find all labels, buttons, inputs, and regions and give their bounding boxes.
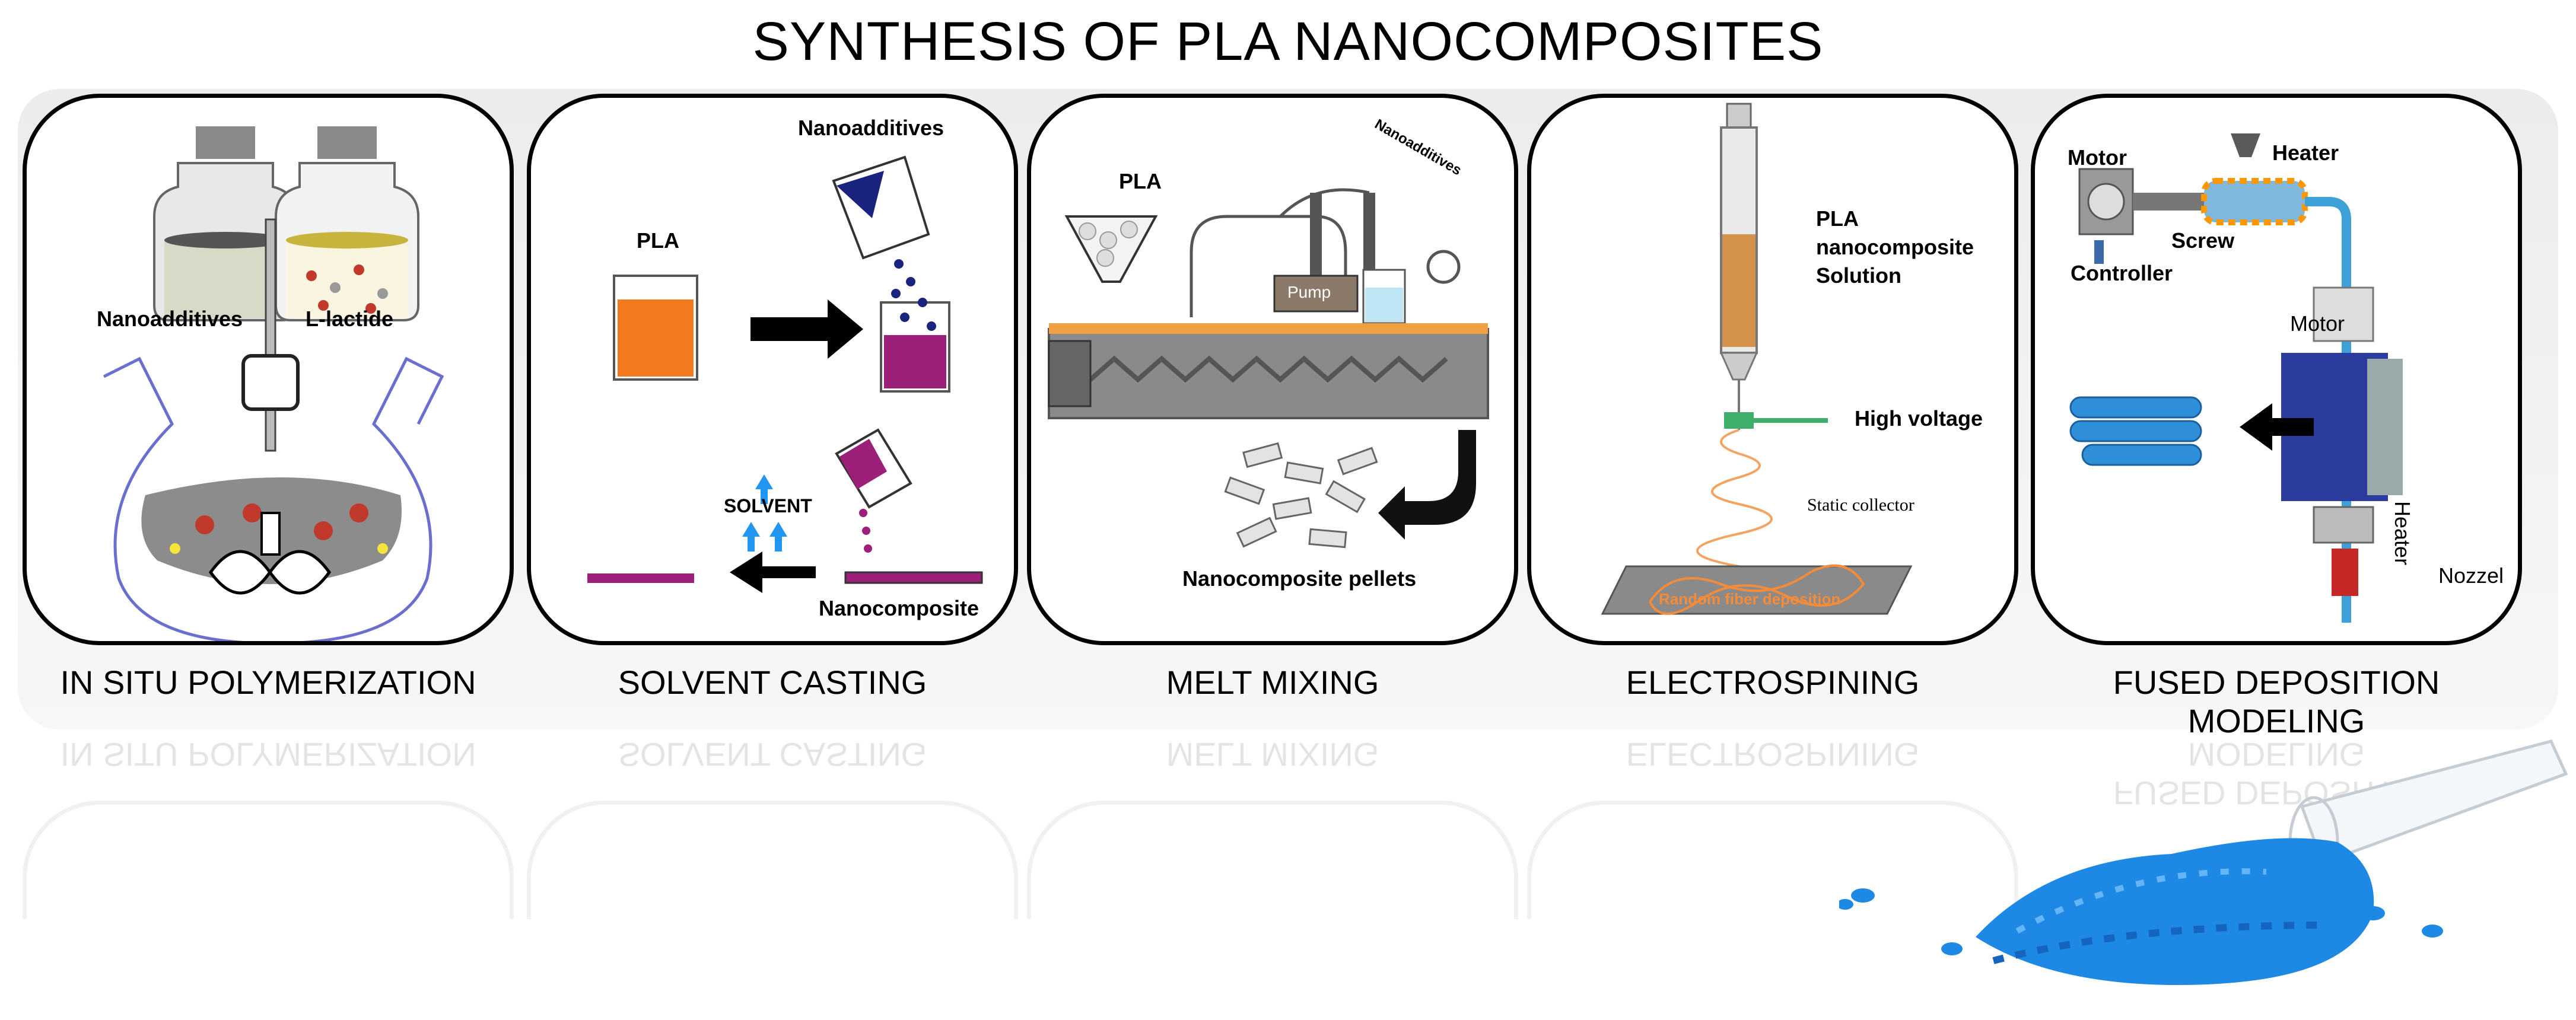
pellet-test-tube-image — [1839, 740, 2568, 985]
pouring-beaker-icon — [835, 428, 912, 553]
label-nozzle: Nozzel — [2438, 563, 2504, 588]
label-static-collector: Static collector — [1807, 495, 1914, 515]
caption-fused-deposition-modeling: FUSED DEPOSITION MODELING — [2113, 664, 2440, 740]
needle-clip-icon — [1724, 412, 1754, 429]
extruder-barrel — [1048, 328, 1489, 419]
composite-beaker-icon — [880, 259, 950, 393]
label-screw: Screw — [2171, 228, 2235, 253]
label-random-fiber-deposition: Random fiber deposition — [1659, 590, 1841, 608]
caption-in-situ-polymerization: IN SITU POLYMERIZATION — [60, 664, 476, 701]
fiber-jet — [1696, 429, 1773, 568]
label-solvent: SOLVENT — [724, 495, 812, 517]
figure-title: SYNTHESIS OF PLA NANOCOMPOSITES — [752, 11, 1824, 72]
filament-line — [2305, 197, 2351, 623]
syringe-icon — [1719, 103, 1758, 430]
gauge-icon — [1426, 250, 1461, 284]
panel-fused-deposition-modeling: Motor Heater Screw Controller Motor Heat… — [2031, 94, 2522, 645]
reflection-panel — [1027, 801, 1518, 919]
panel-solvent-casting: PLA Nanoadditives SOLVENT Nanocomposite — [527, 94, 1018, 645]
label-high-voltage: High voltage — [1855, 406, 1983, 431]
label-heater-top: Heater — [2272, 141, 2339, 165]
in-situ-illustration — [103, 126, 444, 641]
caption-melt-mixing: MELT MIXING — [1166, 664, 1379, 701]
blue-pellet-pile-icon — [1839, 838, 2443, 985]
right-arrow-icon — [750, 299, 863, 359]
label-nanocomposite: Nanocomposite — [819, 596, 979, 620]
pouring-flask-icon — [832, 155, 930, 260]
pump-icon — [1273, 275, 1359, 313]
heater-barrel-icon — [2201, 178, 2308, 225]
label-l-lactide: L-lactide — [306, 307, 394, 331]
label-nanoadditives: Nanoadditives — [798, 116, 944, 140]
label-pump: Pump — [1287, 283, 1331, 301]
label-motor-mid: Motor — [2290, 311, 2345, 336]
lactide-jar — [275, 126, 419, 321]
pellets-icon — [1224, 442, 1378, 549]
three-neck-flask-icon — [103, 356, 444, 641]
nanocomposite-film — [844, 571, 983, 584]
reflection-panel — [527, 801, 1018, 919]
hopper-icon — [1064, 215, 1158, 283]
stirrer-motor-icon — [241, 354, 300, 411]
caption-electrospining: ELECTROSPINING — [1626, 664, 1920, 701]
electrospinning-illustration — [1601, 103, 1913, 615]
label-motor-top: Motor — [2068, 145, 2127, 170]
left-arrow-icon — [2240, 403, 2314, 451]
feed-hopper-icon — [2231, 133, 2260, 157]
caption-solvent-casting: SOLVENT CASTING — [618, 664, 927, 701]
printed-filaments-icon — [2069, 396, 2202, 466]
reflection-panel — [23, 801, 514, 919]
reflection-caption: SOLVENT CASTING — [618, 736, 927, 773]
panel-melt-mixing: PLA Pump Nanoadditives Nanocomposite pel… — [1027, 94, 1518, 645]
label-nanoadditives: Nanoadditives — [97, 307, 243, 331]
label-pla: PLA — [637, 228, 679, 253]
fdm-illustration — [2069, 133, 2403, 623]
panel-in-situ-polymerization: Nanoadditives L-lactide — [23, 94, 514, 645]
down-left-arrow-icon — [1378, 430, 1476, 540]
label-pla-solution: PLA nanocomposite Solution — [1816, 206, 1974, 288]
label-heater-side: Heater — [2390, 501, 2415, 566]
label-nanocomposite-pellets: Nanocomposite pellets — [1182, 566, 1417, 591]
cast-film — [587, 573, 694, 583]
panel-electrospining: PLA nanocomposite Solution High voltage … — [1527, 94, 2018, 645]
reflection-panel — [1527, 801, 2018, 919]
label-controller: Controller — [2071, 261, 2173, 285]
reflection-caption: MELT MIXING — [1166, 736, 1379, 773]
melt-mixing-illustration — [1048, 188, 1489, 549]
reflection-caption: IN SITU POLYMERIZATION — [60, 736, 476, 773]
left-arrow-icon — [730, 552, 816, 593]
solvent-evaporation-arrows-icon — [742, 474, 787, 552]
nanoadditive-beaker-icon — [1362, 269, 1406, 324]
label-pla: PLA — [1119, 169, 1162, 193]
solvent-casting-illustration — [587, 155, 983, 593]
pla-beaker-icon — [613, 275, 698, 381]
